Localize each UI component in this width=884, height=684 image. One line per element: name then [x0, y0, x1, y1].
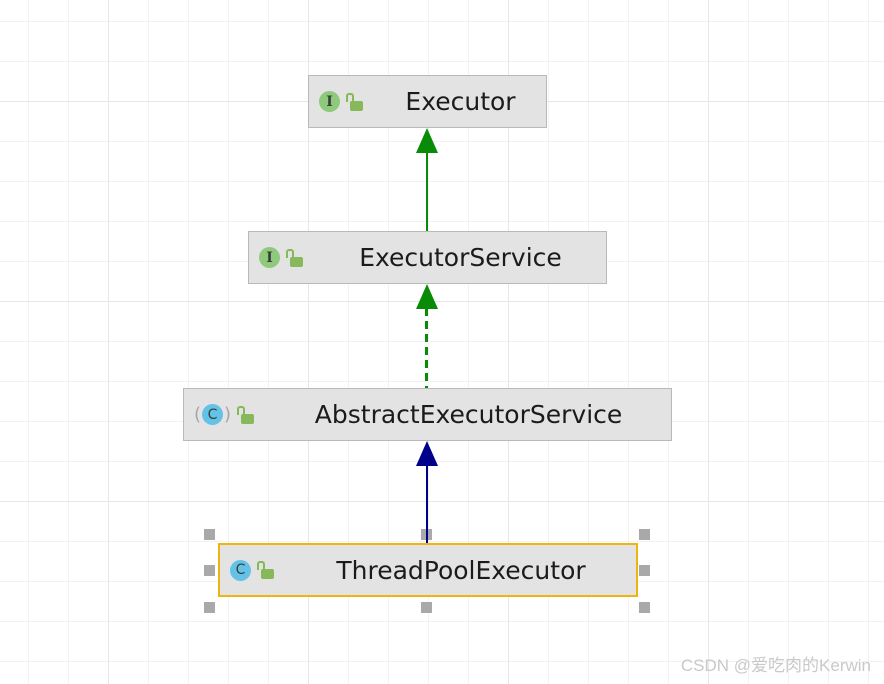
selection-handle-w[interactable]	[204, 565, 215, 576]
selection-handle-se[interactable]	[639, 602, 650, 613]
edge-line	[425, 308, 428, 388]
selection-handle-nw[interactable]	[204, 529, 215, 540]
public-open-lock-icon	[237, 405, 255, 425]
abstract-class-icon: (C)	[194, 404, 232, 425]
class-name-label: ThreadPoolExecutor	[336, 555, 586, 585]
arrowhead-icon	[416, 441, 438, 466]
public-open-lock-icon	[286, 248, 304, 268]
arrowhead-icon	[416, 284, 438, 309]
public-open-lock-icon	[346, 92, 364, 112]
class-node-abstractexecutorservice[interactable]: (C) AbstractExecutorService	[183, 388, 672, 441]
class-node-executorservice[interactable]: I ExecutorService	[248, 231, 607, 284]
class-name-label: ExecutorService	[359, 243, 562, 272]
class-name-label: AbstractExecutorService	[314, 400, 623, 429]
selection-handle-sw[interactable]	[204, 602, 215, 613]
public-open-lock-icon	[257, 560, 275, 580]
watermark: CSDN @爱吃肉的Kerwin	[680, 656, 871, 675]
arrowhead-icon	[416, 128, 438, 153]
interface-icon: I	[319, 91, 340, 112]
class-name-label: Executor	[405, 87, 516, 116]
class-node-threadpoolexecutor-selected[interactable]: C ThreadPoolExecutor	[218, 543, 638, 597]
class-icon: C	[230, 559, 251, 581]
selection-handle-s[interactable]	[421, 602, 432, 613]
edge-line	[426, 152, 428, 231]
selection-handle-ne[interactable]	[639, 529, 650, 540]
edge-line	[426, 464, 428, 543]
interface-icon: I	[259, 247, 280, 268]
class-node-executor[interactable]: I Executor	[308, 75, 547, 128]
selection-handle-e[interactable]	[639, 565, 650, 576]
